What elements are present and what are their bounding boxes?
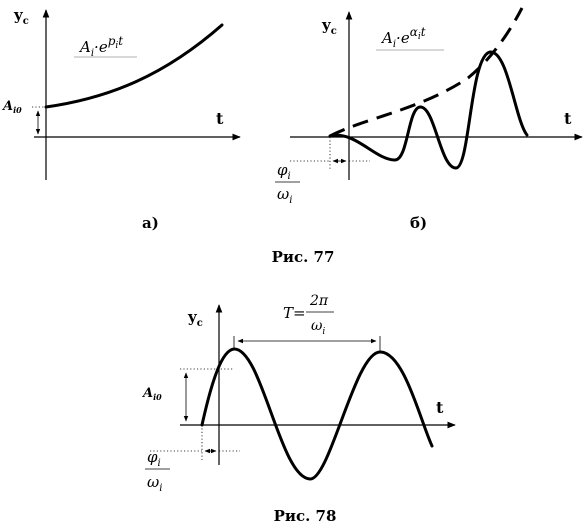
fig77-title: Рис. 77 (272, 248, 335, 266)
fig77b-panel: yc t φi ωi Ai·eαit б) (275, 7, 583, 232)
fig77b-envelope (329, 7, 524, 138)
fig78-y-label: yc (187, 308, 203, 329)
fig77b-phase-denominator: ωi (277, 185, 292, 206)
fig77a-panel: yc t Ai0 Ai·epit а) (1, 6, 241, 232)
fig78-period-formula: T= (283, 304, 306, 322)
fig78-panel: yc t Ai0 T= 2π ωi φi ωi (141, 293, 456, 494)
fig78-title: Рис. 78 (274, 507, 337, 525)
fig77a-exp-curve (44, 23, 224, 109)
fig78-phase-numerator: φi (147, 448, 161, 469)
fig77b-phase-numerator: φi (277, 161, 291, 182)
fig77a-formula: Ai·epit (78, 34, 123, 59)
fig77b-formula: Ai·eαit (380, 25, 426, 50)
fig77a-y-label: yc (13, 6, 29, 27)
fig78-phase-denominator: ωi (147, 473, 162, 494)
fig78-period-numerator: 2π (309, 293, 329, 309)
fig78-sine-curve (200, 347, 434, 481)
fig78-t-label: t (436, 398, 444, 417)
fig77b-oscillation (328, 50, 529, 170)
fig77a-amp-label: Ai0 (1, 99, 22, 115)
fig77a-t-label: t (216, 109, 224, 128)
fig78-amp-label: Ai0 (141, 386, 162, 402)
fig77b-y-label: yc (321, 16, 337, 37)
fig77b-t-label: t (564, 109, 572, 128)
fig78-period-denominator: ωi (311, 318, 325, 337)
fig77b-caption: б) (410, 214, 427, 232)
fig77a-caption: а) (142, 214, 159, 232)
